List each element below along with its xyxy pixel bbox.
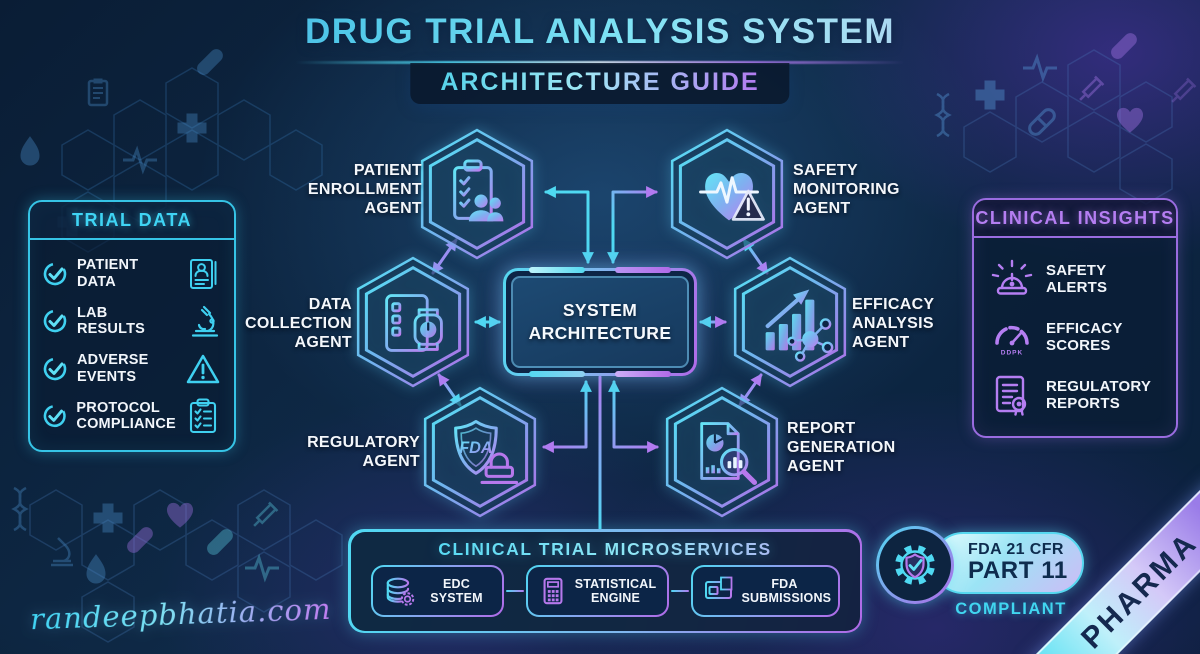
page-subtitle: ARCHITECTURE GUIDE [440,68,760,96]
frame-accent [615,267,671,273]
tablet-smartwatch-icon [356,256,470,388]
page-title: DRUG TRIAL ANALYSIS SYSTEM [0,12,1200,52]
clipboard-check-icon [190,398,217,434]
agent-safety-monitoring [666,127,788,261]
service-connector [670,589,689,593]
agent-label-efficacy-analysis: EFFICACY ANALYSIS AGENT [852,296,935,351]
trial-data-item-lab-results: LAB RESULTS [42,298,222,346]
subtitle-band: ARCHITECTURE GUIDE [410,63,790,104]
badge-compliant-label: COMPLIANT [955,600,1067,618]
agent-label-data-collection: DATA COLLECTION AGENT [245,296,352,351]
fda-shield-stamp-icon: FDA [423,386,537,518]
system-architecture-box: SYSTEM ARCHITECTURE [503,267,697,377]
trial-data-item-label: PROTOCOL COMPLIANCE [76,399,176,433]
trial-data-item-label: LAB RESULTS [77,304,145,338]
trial-data-item-label: PATIENT DATA [77,257,139,290]
insight-item-label: SAFETY ALERTS [1046,261,1108,296]
siren-icon [991,259,1033,295]
insight-item-label: REGULATORY REPORTS [1046,377,1151,412]
agent-label-patient-enrollment: PATIENT ENROLLMENT AGENT [307,162,422,217]
agent-efficacy-analysis [729,255,851,389]
badge-line2: PART 11 [968,557,1068,584]
agent-patient-enrollment [416,127,538,261]
fda-compliance-pill: FDA 21 CFR PART 11 [932,532,1084,594]
insight-item-safety-alerts: SAFETY ALERTS [990,250,1160,308]
clinical-trial-microservices-panel: CLINICAL TRIAL MICROSERVICES [348,529,862,633]
service-label: STATISTICAL ENGINE [574,576,657,605]
frame-accent [529,267,585,273]
insight-item-label: EFFICACY SCORES [1046,319,1123,354]
frame-accent [615,371,671,377]
trial-data-item-protocol-compliance: PROTOCOL COMPLIANCE [42,393,222,441]
check-circle-icon [43,357,67,381]
clinical-insights-panel: CLINICAL INSIGHTS SAFETY ALERTS [972,198,1178,438]
agent-label-report-generation: REPORT GENERATION AGENT [787,420,896,475]
calculator-icon [543,577,562,605]
certificate-icon [995,375,1027,416]
agent-data-collection [352,255,474,389]
report-magnifier-icon [665,386,779,518]
trial-data-item-patient-data: PATIENT DATA [42,250,222,298]
badge-line1: FDA 21 CFR [968,541,1064,558]
service-connector [505,589,524,593]
check-circle-icon [43,309,67,333]
heart-alert-icon [670,128,784,260]
service-label: EDC SYSTEM [430,576,483,605]
trial-data-item-adverse-events: ADVERSE EVENTS [42,345,222,393]
fda-shield-text: FDA [459,439,492,457]
agent-label-regulatory: REGULATORY AGENT [307,434,420,470]
trial-data-panel: TRIAL DATA PATIENT DATA [28,200,236,452]
insight-item-regulatory-reports: REGULATORY REPORTS [990,366,1160,424]
chart-molecule-icon [733,256,847,388]
trial-data-panel-title: TRIAL DATA [30,202,234,240]
fda-compliance-badge: FDA 21 CFR PART 11 COMPLIANT [876,526,1136,626]
gear-shield-check-icon [876,526,954,604]
gauge-icon: DDPK [995,325,1029,357]
subtitle-glow-line [295,61,905,64]
clinical-insights-panel-title: CLINICAL INSIGHTS [974,200,1176,238]
check-circle-icon [43,405,66,428]
check-circle-icon [43,262,67,286]
service-statistical-engine: STATISTICAL ENGINE [525,565,669,617]
system-architecture-label: SYSTEM ARCHITECTURE [511,276,689,368]
agent-label-safety-monitoring: SAFETY MONITORING AGENT [793,162,900,217]
watermark-credit: randeepbhatia.com [29,591,332,637]
microservices-title: CLINICAL TRIAL MICROSERVICES [351,539,860,560]
trial-data-item-label: ADVERSE EVENTS [77,352,149,385]
patient-card-icon [190,258,217,289]
frame-accent [529,371,585,377]
microscope-icon [191,306,219,337]
clipboard-people-icon [420,128,534,260]
database-icon [386,577,414,606]
warning-triangle-icon [186,354,220,383]
insight-item-efficacy-scores: DDPK EFFICACY SCORES [990,308,1160,366]
gauge-icon-text: DDPK [1001,350,1023,357]
agent-regulatory: FDA [419,385,541,519]
service-label: FDA SUBMISSIONS [741,576,832,605]
monitor-document-icon [704,576,732,604]
service-fda-submissions: FDA SUBMISSIONS [690,565,840,617]
agent-report-generation [661,385,783,519]
service-edc-system: EDC SYSTEM [370,565,504,617]
